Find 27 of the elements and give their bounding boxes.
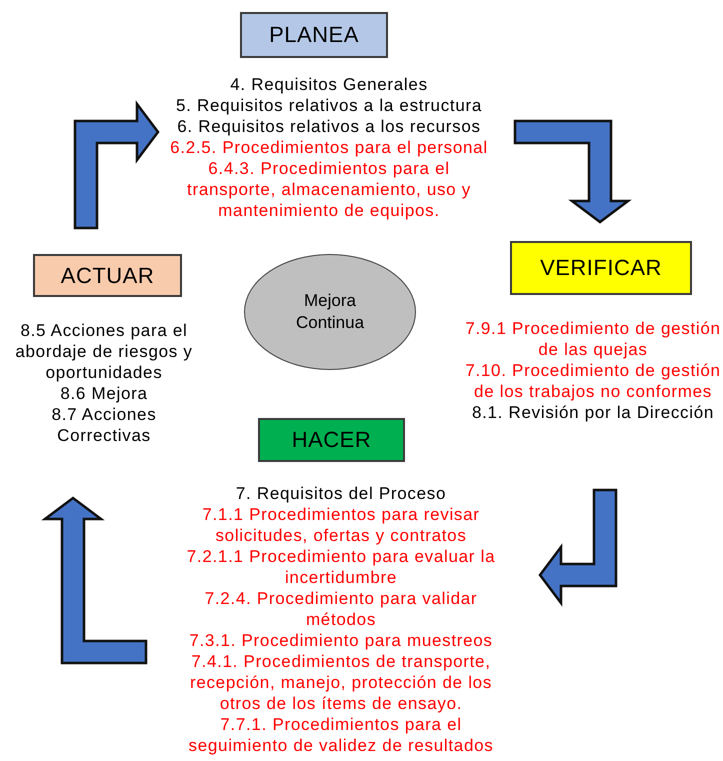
curved-block-arrow	[74, 100, 160, 230]
requirement-text: 4. Requisitos Generales	[229, 74, 429, 95]
ellipse-node: Mejora Continua	[244, 254, 416, 370]
requirement-text: 5. Requisitos relativos a la estructura	[174, 95, 484, 116]
requirement-text: 8.1. Revisión por la Dirección	[470, 402, 716, 423]
requirement-text: 7.2.4. Procedimiento para validar métodos	[204, 588, 478, 630]
phase-box: HACER	[258, 418, 405, 462]
requirement-text: 6. Requisitos relativos a los recursos	[176, 116, 482, 137]
requirement-text: 7.1.1 Procedimientos para revisar solicitudes, ofertas y contratos	[201, 504, 481, 546]
requirement-text: 7.3.1. Procedimiento para muestreos	[188, 630, 494, 651]
requirement-text: 7.2.1.1 Procedimiento para evaluar la incertidumbre	[186, 546, 496, 588]
curved-block-arrow	[538, 488, 618, 607]
requirement-text: 8.7 Acciones Correctivas	[50, 404, 158, 446]
requirement-text: 6.4.3. Procedimientos para el transporte, almacenamiento, uso y mantenimiento de equipos.	[186, 158, 472, 221]
phase-box: PLANEA	[240, 12, 388, 58]
requirement-text: 7.9.1 Procedimiento de gestión de las quejas	[464, 318, 722, 360]
requirement-text: 8.5 Acciones para el abordaje de riesgos y oportunidades	[14, 320, 194, 383]
requirement-text: 7.10. Procedimiento de gestión de los trabajos no conformes	[464, 360, 722, 402]
curved-block-arrow	[41, 496, 148, 664]
requirement-text: 6.2.5. Procedimientos para el personal	[169, 137, 489, 158]
requirement-text: 7.4.1. Procedimientos de transporte, recepción, manejo, protección de los otros de los ítems de ensayo.	[188, 651, 494, 714]
requirement-text: 8.6 Mejora	[59, 383, 149, 404]
requirement-text: 7. Requisitos del Proceso	[234, 483, 448, 504]
phase-box: VERIFICAR	[510, 241, 692, 295]
phase-box: ACTUAR	[33, 254, 182, 297]
requirement-text: 7.7.1. Procedimientos para el seguimiento de validez de resultados	[188, 714, 494, 756]
curved-block-arrow	[514, 120, 632, 224]
